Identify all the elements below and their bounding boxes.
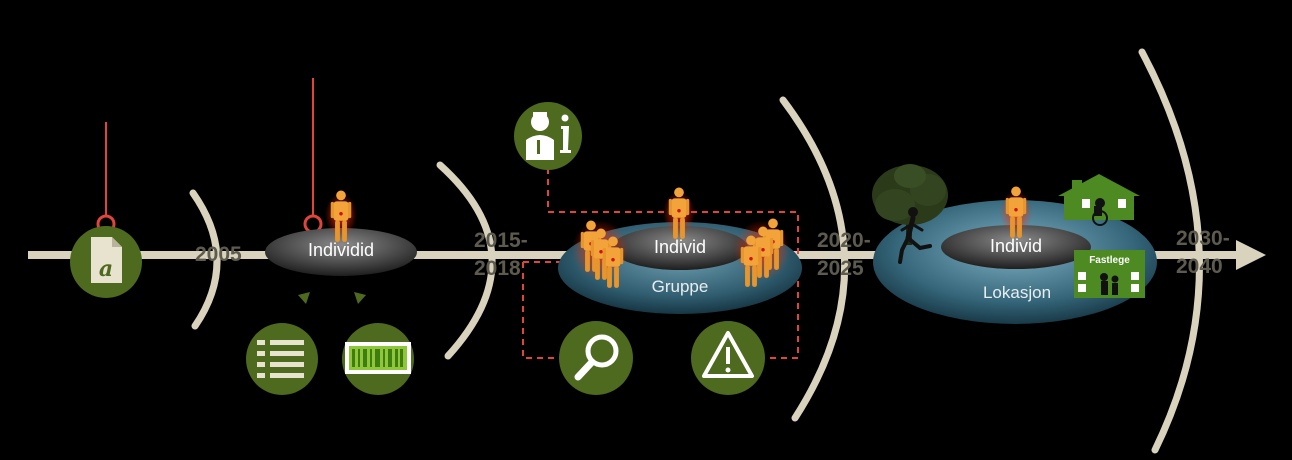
era-arc-2005	[189, 189, 221, 330]
year-label-2020: 2020-	[817, 229, 871, 252]
individ-label-stage2: Individ	[653, 237, 707, 257]
arrow-icon-right	[354, 292, 366, 304]
year-label-2030: 2030-	[1176, 227, 1230, 250]
person-icon	[572, 220, 628, 288]
individ-pill-stage1	[265, 228, 417, 276]
gp-sign-label: Fastlege	[1089, 255, 1130, 266]
person-icon	[663, 187, 695, 239]
runner-icon	[898, 207, 932, 264]
health-worker-info-icon	[514, 102, 582, 170]
list-icon	[246, 323, 318, 395]
year-label-2015: 2015-	[474, 229, 528, 252]
era-arc-2015	[436, 161, 496, 360]
nursing-home-icon	[1058, 174, 1140, 226]
era-arc-2030	[1138, 48, 1203, 454]
magnifier-icon	[559, 321, 633, 395]
individ-label-stage1: Individid	[307, 240, 375, 260]
arrow-icon-left	[298, 292, 310, 304]
individ-label-stage3: Individ	[989, 236, 1043, 256]
year-label-2040: 2040	[1176, 255, 1223, 278]
year-label-2018: 2018	[474, 257, 521, 280]
year-label-2025: 2025	[817, 257, 864, 280]
year-label-2005: 2005	[195, 243, 242, 266]
barcode-scanner-icon	[342, 323, 414, 395]
individ-pill-stage2	[612, 226, 748, 270]
person-icon	[1000, 186, 1032, 238]
person-icon	[734, 218, 790, 287]
person-icon	[325, 190, 357, 242]
gp-office-icon	[1074, 250, 1145, 298]
location-label: Lokasjon	[982, 283, 1052, 302]
warning-icon	[691, 321, 765, 395]
svg-text:a: a	[99, 256, 113, 282]
tree-icon	[872, 164, 948, 245]
individ-pill-stage3	[941, 225, 1091, 269]
group-label: Gruppe	[651, 277, 709, 296]
timeline-arrowhead	[1236, 240, 1266, 270]
era-arc-2020	[779, 96, 849, 422]
document-a-icon: a	[70, 226, 142, 298]
